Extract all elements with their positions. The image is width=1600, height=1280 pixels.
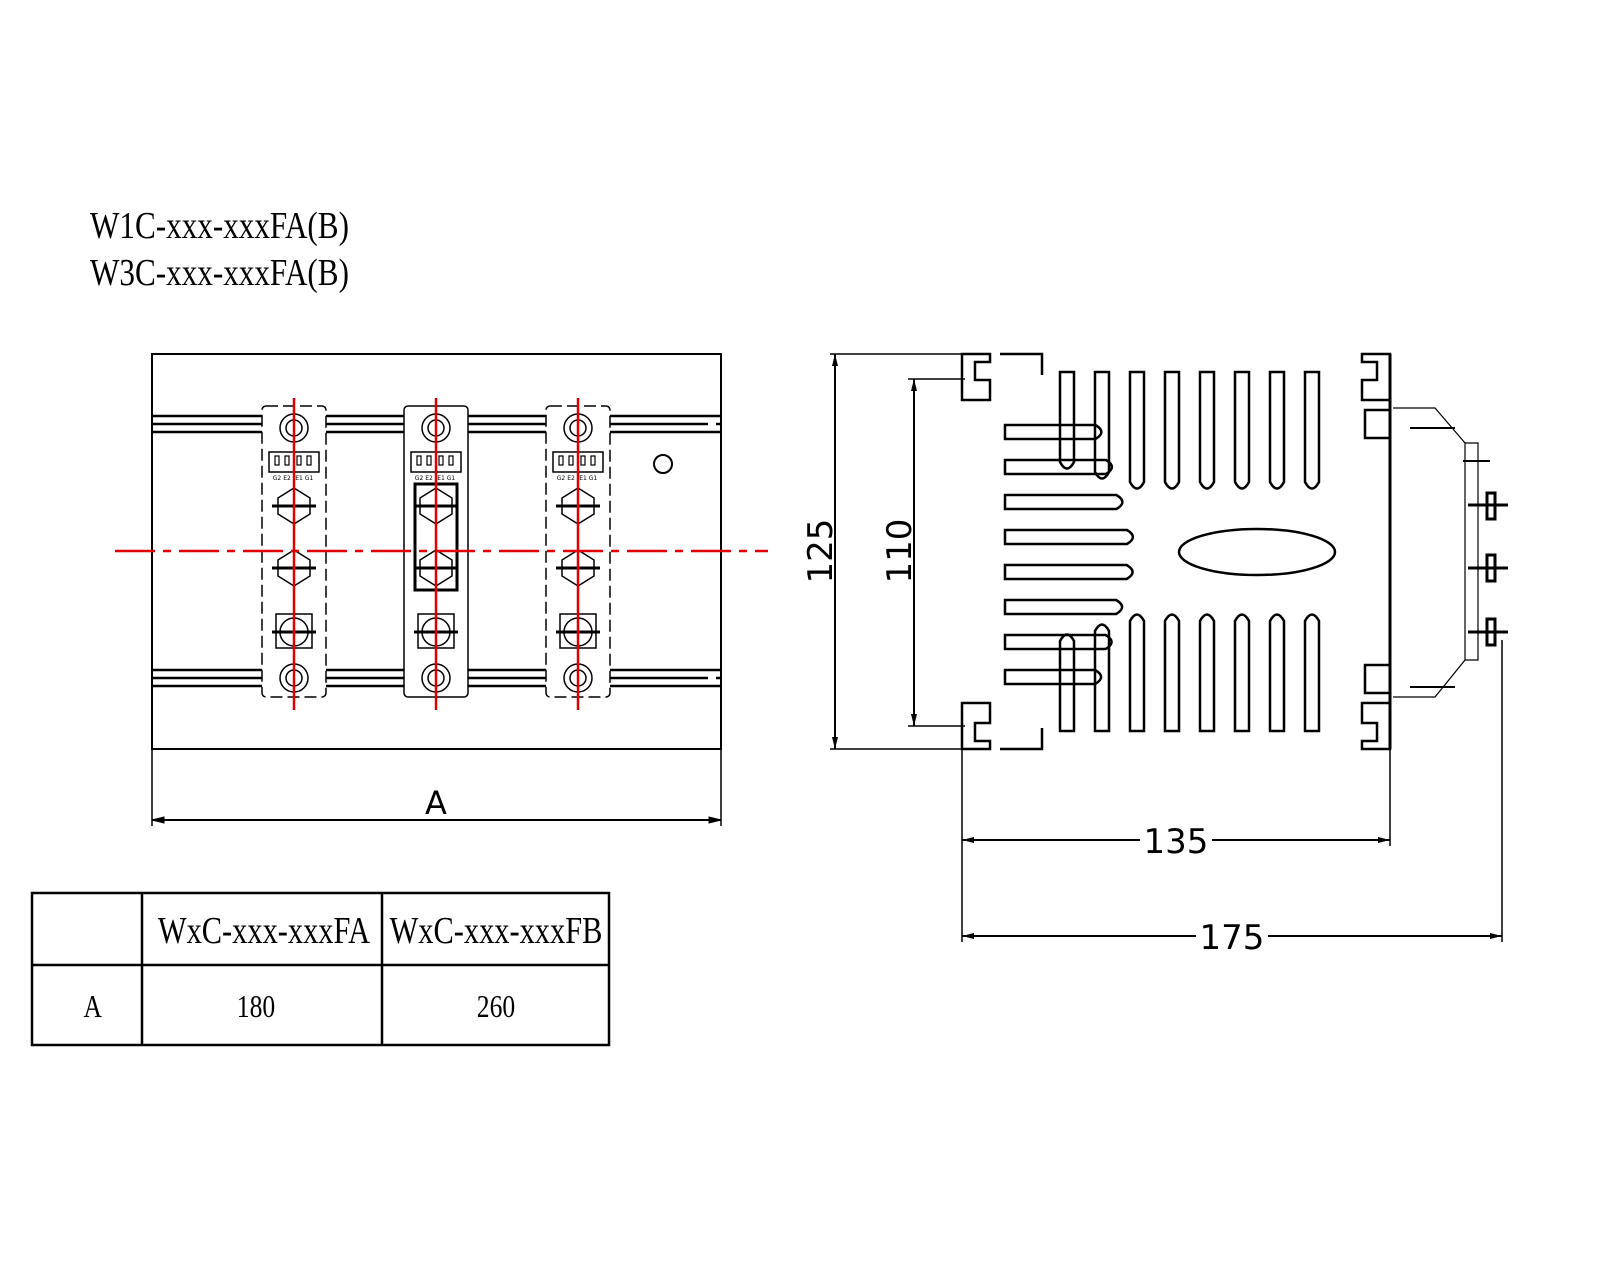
heatsink-fin [1268, 370, 1286, 490]
terminal-label: G1 [589, 475, 598, 482]
control-pin [426, 455, 432, 466]
dimension-135: 135 [1144, 822, 1209, 862]
heatsink-fin [1303, 370, 1321, 490]
control-pin [558, 455, 564, 466]
control-pin [438, 455, 444, 466]
title-line-2: W3C-xxx-xxxFA(B) [90, 251, 349, 294]
heatsink-fin [1128, 613, 1146, 733]
heatsink-fin [1003, 493, 1124, 511]
control-pin [448, 455, 454, 466]
control-pin [580, 455, 586, 466]
control-pin [296, 455, 302, 466]
heatsink-fin [1003, 563, 1134, 581]
dimension-125: 125 [801, 519, 841, 584]
heatsink-fin [1003, 598, 1124, 616]
terminal-label: G2 [273, 475, 282, 482]
terminal-label: E1 [437, 475, 445, 482]
control-pin [274, 455, 280, 466]
heatsink-fin [1128, 370, 1146, 490]
heatsink-fin [1003, 458, 1114, 476]
title-line-1: W1C-xxx-xxxFA(B) [90, 204, 349, 247]
control-pin [590, 455, 596, 466]
din-rails [152, 414, 721, 688]
dimension-175: 175 [1200, 918, 1265, 958]
dimension-a-label: A [425, 784, 447, 822]
dimension-table [30, 891, 611, 1047]
terminal-label: E2 [567, 475, 575, 482]
mount-slot [1363, 408, 1390, 695]
heatsink-side-view [830, 352, 1508, 942]
heatsink-fin [1268, 613, 1286, 733]
heatsink-fin [1003, 633, 1113, 651]
heatsink-fin [1198, 613, 1216, 733]
centerlines [115, 398, 768, 710]
terminal-label: E1 [579, 475, 587, 482]
terminal-label: G2 [557, 475, 566, 482]
heatsink-fin [1058, 370, 1076, 470]
terminal-label: G1 [305, 475, 314, 482]
terminal-label: E1 [295, 475, 303, 482]
table-row-label: A [84, 989, 103, 1024]
terminal-screws [1410, 427, 1508, 688]
table-header-fa: WxC-xxx-xxxFA [158, 910, 370, 952]
terminal-label: E2 [283, 475, 291, 482]
control-pin [416, 455, 422, 466]
terminal-label: G2 [415, 475, 424, 482]
control-pin [284, 455, 290, 466]
table-cell-fb: 260 [477, 989, 515, 1024]
heatsink-fin [1003, 668, 1103, 686]
heatsink-top-lip [1000, 352, 1044, 751]
heatsink-fin [1003, 528, 1135, 546]
heatsink-fin [1093, 623, 1111, 733]
control-pin [306, 455, 312, 466]
heatsink-fin [1163, 613, 1181, 733]
control-pin [568, 455, 574, 466]
heatsink-fin [1003, 423, 1103, 441]
heatsink-corner-rails [960, 352, 1392, 751]
heatsink-fin [1303, 613, 1321, 733]
mounting-hole [653, 454, 673, 474]
heatsink-fin [1163, 370, 1181, 490]
table-cell-fa: 180 [237, 989, 275, 1024]
module-side [1393, 407, 1466, 698]
terminal-label: E2 [425, 475, 433, 482]
center-slot [1177, 527, 1337, 577]
heatsink-fin [1233, 370, 1251, 490]
terminal-label: G1 [447, 475, 456, 482]
heatsink-fin [1233, 613, 1251, 733]
heatsink-fin [1198, 370, 1216, 490]
table-header-fb: WxC-xxx-xxxFB [390, 910, 603, 952]
dimensions [830, 353, 1503, 942]
dimension-110: 110 [880, 519, 920, 584]
